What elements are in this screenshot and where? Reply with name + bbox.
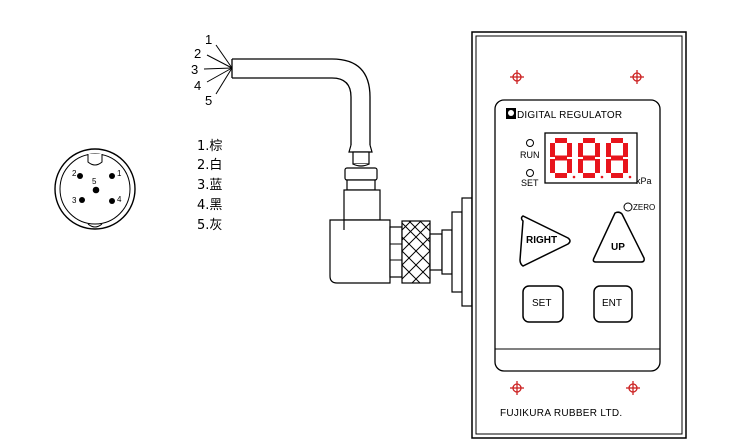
knurl-pattern (390, 220, 431, 284)
digit-3-segment-3 (611, 173, 623, 178)
set-indicator-led (526, 169, 534, 177)
digit-2-segment-7 (595, 159, 600, 173)
digit-1-segment-2 (555, 155, 567, 161)
digit-3-segment-6 (606, 159, 611, 173)
digit-3-segment-5 (623, 143, 628, 157)
digit-3-segment-7 (623, 159, 628, 173)
digit-2-segment-6 (578, 159, 583, 173)
digit-2-segment-5 (595, 143, 600, 157)
digit-1-decimal-point (572, 175, 576, 179)
digit-1-segment-5 (567, 143, 572, 157)
digit-2-decimal-point (600, 175, 604, 179)
digit-2-segment-3 (583, 173, 595, 178)
front-panel (494, 99, 661, 372)
digit-1-segment-3 (555, 173, 567, 178)
mount-holes (510, 70, 644, 395)
digit-3-segment-4 (606, 143, 611, 157)
digit-2-segment-2 (583, 155, 595, 161)
connector-face (54, 148, 136, 230)
cable-wire-fan (203, 44, 233, 95)
cable (231, 58, 371, 145)
zero-indicator-led (623, 202, 633, 212)
digit-3-segment-2 (611, 155, 623, 161)
digit-1-segment-6 (550, 159, 555, 173)
digit-1-segment-4 (550, 143, 555, 157)
digit-2-segment-1 (583, 138, 595, 143)
enclosure (471, 31, 687, 439)
digit-3-segment-1 (611, 138, 623, 143)
led-display (544, 132, 638, 184)
set-button[interactable] (522, 285, 564, 323)
up-button[interactable] (592, 211, 645, 263)
run-indicator-led (526, 139, 534, 147)
angled-connector (329, 144, 473, 307)
digit-2-segment-4 (578, 143, 583, 157)
digit-1-segment-7 (567, 159, 572, 173)
digit-1-segment-1 (555, 138, 567, 143)
brand-logo (506, 108, 516, 119)
digit-3-decimal-point (628, 175, 632, 179)
connector-pins (77, 173, 115, 204)
right-button[interactable] (519, 215, 571, 267)
ent-button[interactable] (593, 285, 633, 323)
